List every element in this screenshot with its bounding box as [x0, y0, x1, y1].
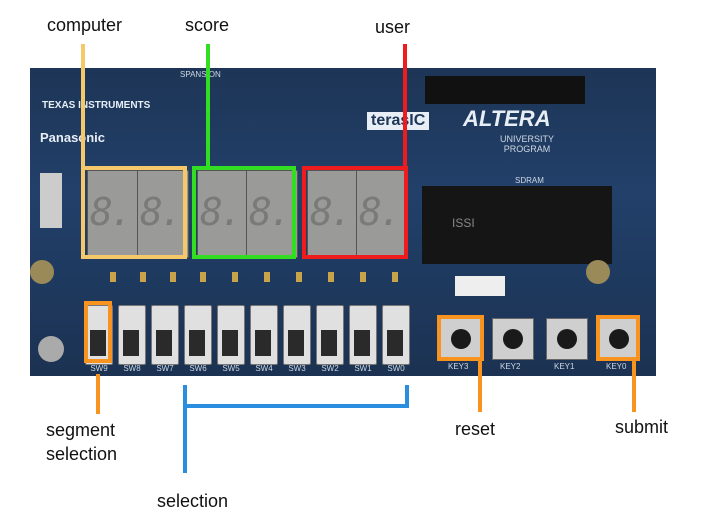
switch-sw1[interactable] — [349, 305, 377, 365]
terasic-logo: terasIC — [367, 112, 430, 130]
seven-segment-digit: 8. — [356, 170, 408, 258]
switch-sw0[interactable] — [382, 305, 410, 365]
seven-segment-digit: 8. — [246, 170, 298, 258]
segment-selection-pointer-line — [96, 374, 100, 414]
reset-label: reset — [455, 419, 496, 439]
switch-sw8[interactable] — [118, 305, 146, 365]
switch-label: SW4 — [255, 364, 273, 373]
switch-sw7[interactable] — [151, 305, 179, 365]
screw — [586, 260, 610, 284]
led — [110, 272, 116, 282]
led — [296, 272, 302, 282]
led — [170, 272, 176, 282]
key3-button[interactable] — [440, 318, 482, 360]
switch-label: SW6 — [189, 364, 207, 373]
segment-selection-highlight-box — [84, 301, 112, 363]
switch-sw3[interactable] — [283, 305, 311, 365]
led — [140, 272, 146, 282]
screw — [30, 260, 54, 284]
ti-logo: TEXAS INSTRUMENTS — [42, 100, 151, 111]
user-pointer-line — [403, 44, 407, 168]
key-label: KEY3 — [448, 362, 469, 371]
selection-bracket — [185, 404, 409, 408]
computer-label: computer — [47, 15, 123, 35]
power-switch — [40, 173, 62, 228]
key-label: KEY0 — [606, 362, 627, 371]
led — [328, 272, 334, 282]
key-label: KEY2 — [500, 362, 521, 371]
key1-button[interactable] — [546, 318, 588, 360]
seven-segment-digit: 8. — [87, 170, 139, 258]
altera-subtitle: UNIVERSITY PROGRAM — [499, 134, 554, 154]
submit-highlight-box — [596, 315, 640, 361]
issi-label: ISSI — [452, 216, 475, 230]
user-label: user — [375, 17, 411, 37]
chip — [425, 76, 585, 104]
user-highlight-box — [302, 166, 408, 259]
switch-label: SW2 — [321, 364, 339, 373]
switch-label: SW3 — [288, 364, 306, 373]
switch-label: SW1 — [354, 364, 372, 373]
led — [360, 272, 366, 282]
switch-label: SW8 — [123, 364, 141, 373]
spansion-logo: SPANSION — [180, 70, 221, 79]
seven-segment-digit: 8. — [197, 170, 249, 258]
selection-label: selection — [157, 491, 229, 511]
switch-sw5[interactable] — [217, 305, 245, 365]
segment-selection-label: segment selection — [46, 420, 118, 464]
screw — [38, 336, 64, 362]
switch-label: SW9 — [90, 364, 108, 373]
key2-button[interactable] — [492, 318, 534, 360]
score-label: score — [185, 15, 230, 35]
altera-logo: ALTERA — [463, 106, 551, 131]
score-pointer-line — [206, 44, 210, 168]
switch-label: SW7 — [156, 364, 174, 373]
led — [392, 272, 398, 282]
score-highlight-box — [192, 166, 296, 259]
computer-highlight-box — [81, 166, 187, 259]
led — [232, 272, 238, 282]
reset-highlight-box — [437, 315, 484, 361]
panasonic-logo: Panasonic — [40, 130, 106, 145]
switch-label: SW0 — [387, 364, 405, 373]
selection-bracket-right — [405, 385, 409, 407]
sdram-label: SDRAM — [515, 176, 544, 185]
led — [264, 272, 270, 282]
led — [200, 272, 206, 282]
switch-sw4[interactable] — [250, 305, 278, 365]
switch-sw2[interactable] — [316, 305, 344, 365]
seven-segment-digit: 8. — [307, 170, 359, 258]
switch-sw6[interactable] — [184, 305, 212, 365]
sdram-chip: ISSI — [422, 186, 612, 264]
submit-pointer-line — [632, 360, 636, 412]
computer-pointer-line — [81, 44, 85, 168]
reset-pointer-line — [478, 360, 482, 412]
key-label: KEY1 — [554, 362, 575, 371]
issi-badge — [455, 276, 505, 296]
seven-segment-digit: 8. — [137, 170, 189, 258]
submit-label: submit — [615, 417, 669, 437]
selection-bracket-left — [183, 385, 187, 473]
switch-label: SW5 — [222, 364, 240, 373]
